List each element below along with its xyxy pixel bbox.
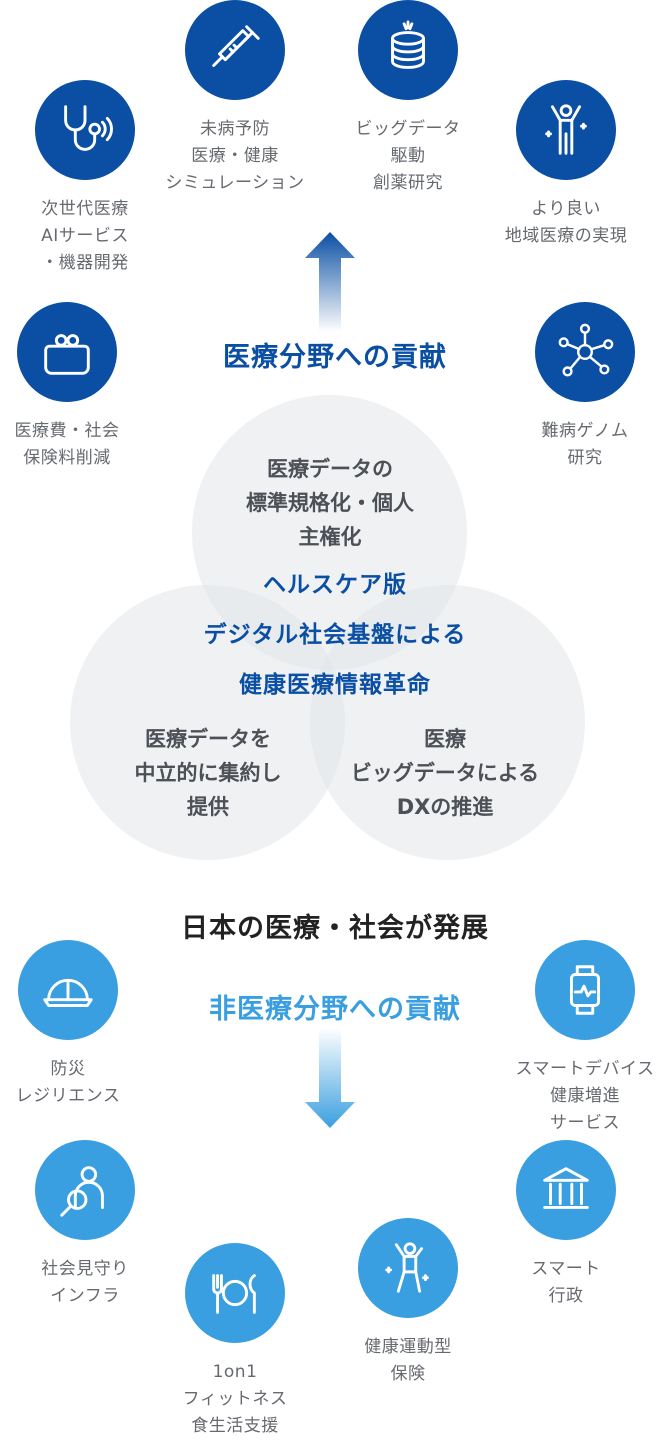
- medical-item-regional-healthcare: より良い 地域医療の実現: [446, 80, 670, 250]
- arrow-down-icon: [305, 1028, 355, 1128]
- medical-item-label: 未病予防 医療・健康 シミュレーション: [165, 119, 305, 193]
- medical-item-prevention-simulation: 未病予防 医療・健康 シミュレーション: [115, 0, 355, 197]
- non-medical-item-fitness-diet: 1on1 フィットネス 食生活支援: [115, 1243, 355, 1440]
- medical-item-next-gen-ai: 次世代医療 AIサービス ・機器開発: [0, 80, 205, 277]
- non-medical-item-exercise-insurance: 健康運動型 保険: [288, 1218, 528, 1388]
- non-medical-item-smart-government: スマート 行政: [446, 1140, 670, 1310]
- database-icon: [358, 0, 458, 100]
- non-medical-item-label: スマートデバイス 健康増進 サービス: [515, 1059, 655, 1133]
- venn-circle-left: [70, 585, 345, 860]
- venn-top-text: 医療データの 標準規格化・個人 主権化: [246, 457, 414, 549]
- molecule-network-icon: [535, 302, 635, 402]
- non-medical-item-community-watch: 社会見守り インフラ: [0, 1140, 205, 1310]
- person-raising-arms-icon: [516, 80, 616, 180]
- smartwatch-icon: [535, 940, 635, 1040]
- person-magnifier-icon: [35, 1140, 135, 1240]
- japan-development-heading: 日本の医療・社会が発展: [181, 913, 489, 944]
- medical-contribution-heading: 医療分野への貢献: [223, 342, 447, 373]
- syringe-icon: [185, 0, 285, 100]
- venn-right-text: 医療 ビッグデータによる DXの推進: [350, 727, 540, 819]
- center-title-line-1: ヘルスケア版: [263, 572, 407, 598]
- stethoscope-icon: [35, 80, 135, 180]
- medical-item-cost-reduction: 医療費・社会 保険料削減: [0, 302, 187, 472]
- exercising-person-icon: [358, 1218, 458, 1318]
- non-medical-item-label: 1on1 フィットネス 食生活支援: [182, 1362, 288, 1436]
- medical-item-label: 医療費・社会 保険料削減: [14, 421, 120, 468]
- plate-cutlery-icon: [185, 1243, 285, 1343]
- non-medical-item-label: 健康運動型 保険: [364, 1337, 452, 1384]
- venn-circle-right: [310, 585, 585, 860]
- medical-item-genome-research: 難病ゲノム 研究: [465, 302, 670, 472]
- non-medical-item-smart-device: スマートデバイス 健康増進 サービス: [465, 940, 670, 1137]
- coin-purse-icon: [17, 302, 117, 402]
- center-title-line-3: 健康医療情報革命: [239, 672, 431, 698]
- medical-item-label: 難病ゲノム 研究: [541, 421, 629, 468]
- medical-item-label: ビッグデータ 駆動 創薬研究: [355, 119, 461, 193]
- non-medical-item-disaster-resilience: 防災 レジリエンス: [0, 940, 188, 1110]
- center-title-line-2: デジタル社会基盤による: [203, 622, 467, 648]
- non-medical-item-label: スマート 行政: [531, 1259, 601, 1306]
- helmet-icon: [18, 940, 118, 1040]
- non-medical-contribution-heading: 非医療分野への貢献: [209, 994, 461, 1025]
- medical-item-label: より良い 地域医療の実現: [504, 199, 628, 246]
- non-medical-item-label: 社会見守り インフラ: [41, 1259, 129, 1306]
- medical-item-bigdata-drug-discovery: ビッグデータ 駆動 創薬研究: [288, 0, 528, 197]
- arrow-up-icon: [305, 232, 355, 332]
- government-building-icon: [516, 1140, 616, 1240]
- medical-item-label: 次世代医療 AIサービス ・機器開発: [41, 199, 129, 273]
- venn-left-text: 医療データを 中立的に集約し 提供: [134, 727, 282, 819]
- non-medical-item-label: 防災 レジリエンス: [15, 1059, 121, 1106]
